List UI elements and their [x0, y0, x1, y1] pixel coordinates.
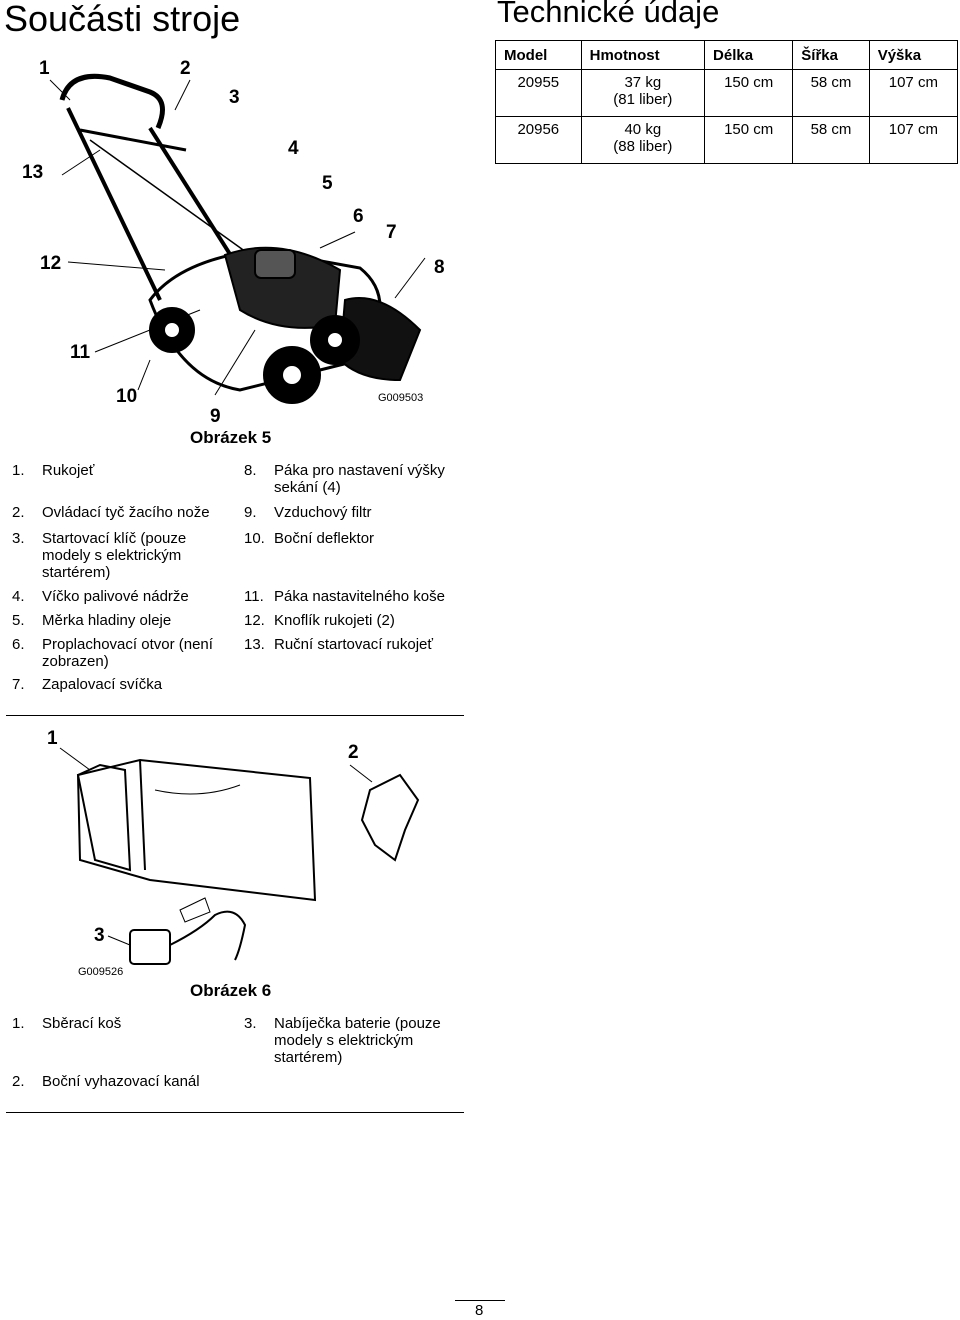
spec-table-header-row: Model Hmotnost Délka Šířka Výška: [495, 40, 959, 70]
callout-8: 8: [434, 257, 445, 278]
figure-caption: Obrázek 5: [190, 428, 272, 447]
callout-4: 4: [288, 138, 299, 159]
list-item-number: 3.: [244, 1015, 257, 1032]
list-item-number: 4.: [12, 588, 25, 605]
legend-figure6: 1. Sběrací koš 2. Boční vyhazovací kanál…: [12, 1015, 472, 1095]
list-item-number: 13.: [244, 636, 265, 653]
list-item: 1. Sběrací koš: [12, 1015, 232, 1032]
spec-header-height: Výška: [868, 40, 959, 70]
page-number: 8: [475, 1302, 484, 1319]
callout-3: 3: [94, 925, 105, 946]
table-row: 20956 40 kg (88 liber) 150 cm 58 cm 107 …: [495, 116, 959, 164]
list-item-text: Knoflík rukojeti (2): [274, 612, 395, 629]
callout-6: 6: [353, 206, 364, 227]
table-cell-weight: 37 kg (81 liber): [580, 69, 706, 117]
list-item: 10. Boční deflektor: [244, 530, 469, 547]
table-cell-width: 58 cm: [792, 69, 870, 117]
divider: [6, 1112, 464, 1113]
divider: [6, 715, 464, 716]
callout-12: 12: [40, 253, 62, 274]
list-item: 3. Startovací klíč (pouze modely s elekt…: [12, 530, 212, 581]
spec-header-length: Délka: [704, 40, 794, 70]
callout-1: 1: [39, 58, 50, 79]
table-cell-model: 20955: [495, 69, 582, 117]
list-item-number: 9.: [244, 504, 257, 521]
list-item: 8. Páka pro nastavení výšky sekání (4): [244, 462, 469, 496]
table-cell-length: 150 cm: [704, 69, 794, 117]
table-cell-width: 58 cm: [792, 116, 870, 164]
list-item-text: Zapalovací svíčka: [42, 676, 163, 693]
table-cell-model: 20956: [495, 116, 582, 164]
figure-caption: Obrázek 6: [190, 981, 272, 1000]
list-item: 5. Měrka hladiny oleje: [12, 612, 232, 629]
list-item: 6. Proplachovací otvor (není zobrazen): [12, 636, 232, 670]
figure-code: G009503: [378, 392, 424, 404]
callout-7: 7: [386, 222, 397, 243]
callout-5: 5: [322, 173, 333, 194]
callout-11: 11: [70, 342, 91, 363]
list-item-text: Vzduchový filtr: [274, 504, 372, 521]
list-item-number: 12.: [244, 612, 265, 629]
list-item-number: 3.: [12, 530, 25, 547]
section-title-parts: Součásti stroje: [4, 0, 241, 39]
list-item: 13. Ruční startovací rukojeť: [244, 636, 469, 653]
callout-3: 3: [229, 87, 240, 108]
list-item-text: Měrka hladiny oleje: [42, 612, 172, 629]
table-cell-weight: 40 kg (88 liber): [580, 116, 706, 164]
list-item-number: 5.: [12, 612, 25, 629]
list-item-text: Ruční startovací rukojeť: [274, 636, 434, 653]
figure-code: G009526: [78, 966, 124, 978]
list-item-number: 11.: [244, 588, 264, 605]
callout-2: 2: [348, 742, 359, 763]
callout-2: 2: [180, 58, 191, 79]
list-item-text: Proplachovací otvor (není zobrazen): [42, 636, 213, 670]
list-item-number: 1.: [12, 1015, 25, 1032]
section-title-specs: Technické údaje: [497, 0, 720, 29]
list-item-number: 1.: [12, 462, 25, 479]
list-item: 4. Víčko palivové nádrže: [12, 588, 232, 605]
spec-header-model: Model: [495, 40, 582, 70]
list-item: 3. Nabíječka baterie (pouze modely s ele…: [244, 1015, 469, 1066]
list-item: 12. Knoflík rukojeti (2): [244, 612, 469, 629]
list-item-text: Páka pro nastavení výšky sekání (4): [274, 462, 445, 496]
list-item: 2. Ovládací tyč žacího nože: [12, 504, 232, 521]
spec-table: Model Hmotnost Délka Šířka Výška 20955 3…: [495, 40, 959, 164]
mower-illustration: [49, 73, 426, 404]
list-item-number: 7.: [12, 676, 25, 693]
list-item-text: Víčko palivové nádrže: [42, 588, 189, 605]
list-item-text: Ovládací tyč žacího nože: [42, 504, 210, 521]
list-item-text: Startovací klíč (pouze modely s elektric…: [42, 530, 187, 581]
list-item-number: 8.: [244, 462, 257, 479]
table-row: 20955 37 kg (81 liber) 150 cm 58 cm 107 …: [495, 69, 959, 117]
list-item: 7. Zapalovací svíčka: [12, 676, 232, 693]
list-item-text: Boční vyhazovací kanál: [42, 1073, 200, 1090]
list-item: 1. Rukojeť: [12, 462, 232, 479]
table-cell-length: 150 cm: [704, 116, 794, 164]
table-cell-height: 107 cm: [868, 69, 959, 117]
list-item: 9. Vzduchový filtr: [244, 504, 469, 521]
spec-header-width: Šířka: [792, 40, 870, 70]
table-cell-height: 107 cm: [868, 116, 959, 164]
list-item-text: Boční deflektor: [274, 530, 375, 547]
list-item-text: Páka nastavitelného koše: [274, 588, 445, 605]
callout-1: 1: [47, 728, 58, 749]
callout-9: 9: [210, 406, 221, 427]
callout-10: 10: [116, 386, 138, 407]
list-item: 11. Páka nastavitelného koše: [244, 588, 472, 605]
accessories-illustration: [59, 747, 420, 965]
legend-figure5: 1. Rukojeť 2. Ovládací tyč žacího nože 3…: [12, 462, 472, 702]
callout-13: 13: [22, 162, 44, 183]
list-item-text: Nabíječka baterie (pouze modely s elektr…: [274, 1015, 441, 1066]
list-item-number: 6.: [12, 636, 25, 653]
list-item-number: 2.: [12, 504, 25, 521]
list-item-text: Sběrací koš: [42, 1015, 122, 1032]
list-item-number: 10.: [244, 530, 265, 547]
list-item-number: 2.: [12, 1073, 25, 1090]
list-item: 2. Boční vyhazovací kanál: [12, 1073, 232, 1090]
list-item-text: Rukojeť: [42, 462, 95, 479]
page-number-rule: [455, 1300, 505, 1301]
